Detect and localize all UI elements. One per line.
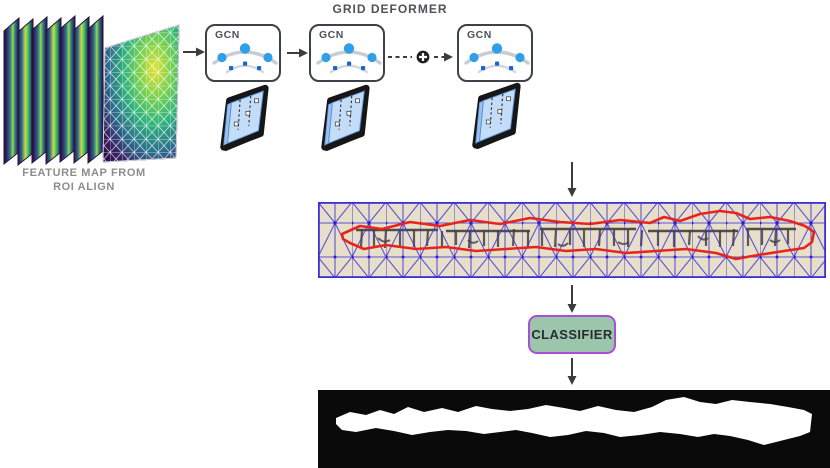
gcn-block-1-label: GCN xyxy=(215,29,240,41)
text-contour-outline xyxy=(340,209,816,261)
gcn-nodes-icon xyxy=(212,43,278,74)
dashed-arrow-icon xyxy=(434,52,453,62)
feature-map-stack-image xyxy=(3,14,180,167)
arrow-down-icon xyxy=(567,358,577,385)
gcn-block-2-label: GCN xyxy=(319,29,344,41)
gcn-block-1: GCN xyxy=(205,24,281,82)
text-mask-output-image xyxy=(318,390,830,468)
diagram-title: GRID DEFORMER xyxy=(332,2,448,16)
plus-circle-icon xyxy=(414,48,431,65)
classifier-block: CLASSIFIER xyxy=(528,315,616,354)
gcn-block-3-label: GCN xyxy=(467,29,492,41)
arrow-right-icon xyxy=(287,48,308,58)
gcn-nodes-icon xyxy=(316,43,382,74)
gcn-block-3: GCN xyxy=(457,24,533,82)
feature-map-label: FEATURE MAP FROM ROI ALIGN xyxy=(6,167,162,194)
gcn-block-2: GCN xyxy=(309,24,385,82)
deformed-mesh-text-image xyxy=(318,202,826,278)
deformed-grid-thumbnail-1 xyxy=(220,84,269,151)
arrow-right-icon xyxy=(183,47,205,57)
gcn-nodes-icon xyxy=(464,43,530,74)
arrow-down-icon xyxy=(567,162,577,197)
arrow-down-icon xyxy=(567,285,577,313)
feature-map-label-line1: FEATURE MAP FROM xyxy=(22,167,146,179)
feature-map-label-line2: ROI ALIGN xyxy=(53,180,115,193)
mask-blob xyxy=(336,397,812,445)
deformed-grid-thumbnail-3 xyxy=(472,82,521,149)
deformed-grid-thumbnail-2 xyxy=(321,84,370,151)
